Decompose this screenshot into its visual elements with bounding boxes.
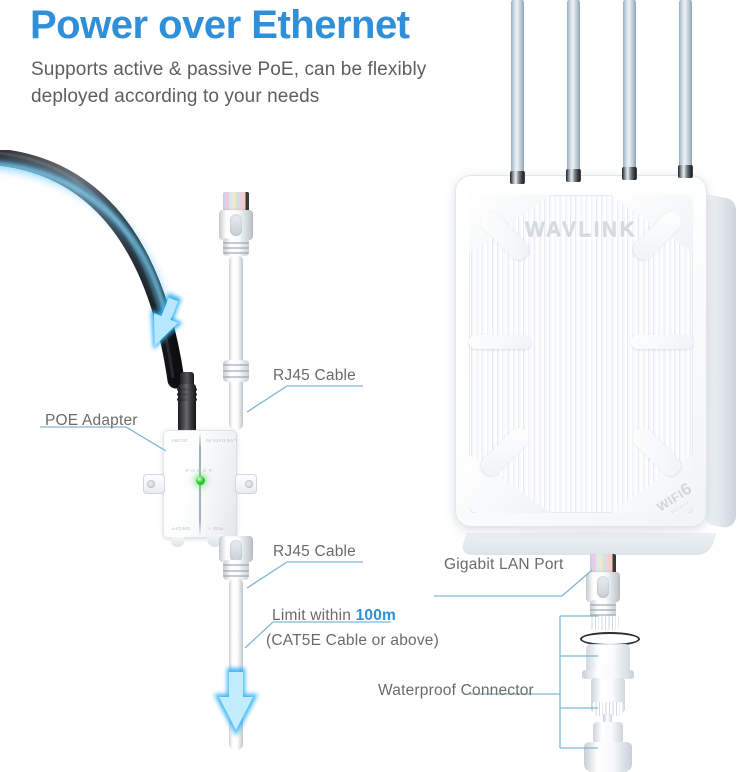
page-title: Power over Ethernet — [30, 3, 410, 47]
limit-prefix: Limit within — [272, 607, 356, 624]
poe-port-label-dc: DC48V — [171, 438, 188, 443]
callout-gigabit-lan-port: Gigabit LAN Port — [444, 556, 564, 573]
mount-tab-left — [143, 474, 165, 494]
callout-waterproof-connector: Waterproof Connector — [378, 682, 534, 699]
brand-logo: WAVLINK — [524, 219, 638, 242]
wavlink-access-point: WAVLINK WIFI6 802.11AX — [455, 175, 736, 555]
rj45-contacts-icon — [223, 192, 249, 212]
antenna-4 — [678, 0, 693, 182]
wpc-nut — [593, 722, 623, 744]
callout-cable-limit-note: (CAT5E Cable or above) — [266, 632, 439, 649]
antenna-3 — [622, 0, 637, 184]
callout-poe-adapter: POE Adapter — [45, 412, 138, 429]
leader-line-rj45-bottom — [246, 561, 363, 589]
onoff-socket — [171, 537, 184, 547]
wpc-rj45-plug — [586, 554, 620, 618]
device-side-panel — [706, 194, 736, 530]
rj45-plug-top — [219, 192, 253, 256]
poe-power-led-label: POWER — [185, 468, 215, 473]
wpc-center-pin — [603, 714, 612, 728]
leader-line-rj45-top — [246, 385, 363, 413]
wpc-grip-fingers — [593, 702, 623, 716]
callout-cable-limit: Limit within 100m — [272, 607, 396, 625]
poe-port-label-poeout: POE + — [208, 526, 224, 531]
rj45-strain-relief-top — [219, 360, 253, 424]
callout-rj45-cable-bottom: RJ45 Cable — [273, 543, 356, 560]
poe-port-label-lan: LAN DATA IN — [206, 438, 237, 443]
wpc-base-cap — [584, 742, 632, 772]
rj45-plug-bottom — [219, 536, 253, 600]
wpc-spring-collar — [589, 616, 619, 630]
antenna-1 — [510, 0, 525, 188]
waterproof-connector-assembly — [578, 554, 642, 772]
limit-value: 100m — [355, 607, 397, 624]
rj45-cable-bottom-wire — [229, 578, 243, 750]
poe-port-label-onoff: ON/OFF — [171, 526, 191, 531]
wpc-flange — [582, 670, 634, 679]
poe-adapter: DC48V LAN DATA IN POWER ON/OFF POE + — [143, 430, 257, 547]
antenna-2 — [566, 0, 581, 186]
callout-rj45-cable-top: RJ45 Cable — [273, 367, 356, 384]
power-led-indicator — [196, 476, 205, 485]
rj45-cable-top-wire — [229, 255, 243, 430]
dc-barrel-plug — [176, 372, 198, 434]
page-subtitle: Supports active & passive PoE, can be fl… — [31, 59, 427, 107]
mount-tab-right — [235, 474, 257, 494]
device-front-face: WAVLINK WIFI6 802.11AX — [455, 175, 707, 527]
device-bottom-panel — [459, 533, 717, 555]
